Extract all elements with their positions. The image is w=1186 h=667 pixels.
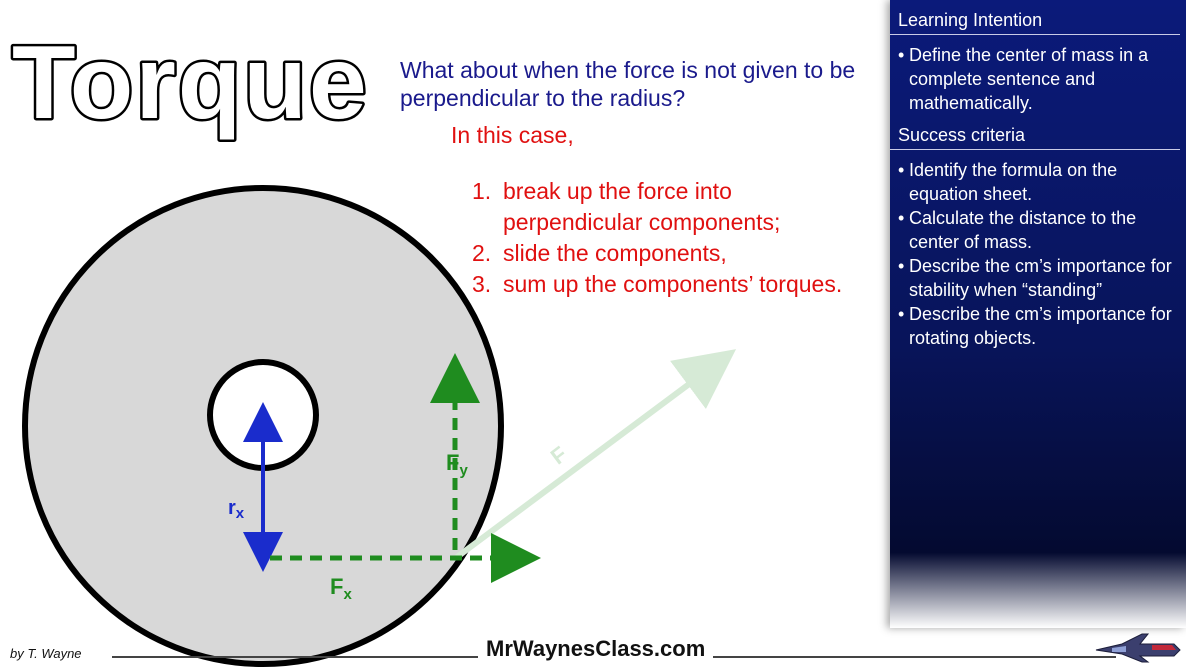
author-credit: by T. Wayne xyxy=(10,646,82,661)
step-text: break up the force into perpendicular co… xyxy=(503,178,781,235)
step-item: 2. slide the components, xyxy=(472,238,842,269)
success-criteria-item: Describe the cm’s importance for rotatin… xyxy=(898,302,1180,350)
step-text: sum up the components’ torques. xyxy=(503,271,843,297)
success-criteria-item: Calculate the distance to the center of … xyxy=(898,206,1180,254)
r-label-main: r xyxy=(228,497,236,519)
fy-label-main: F xyxy=(446,450,459,475)
f-label: F xyxy=(546,441,572,469)
question-text: What about when the force is not given t… xyxy=(400,57,856,111)
step-number: 2. xyxy=(472,240,492,266)
success-criteria-item: Identify the formula on the equation she… xyxy=(898,158,1180,206)
in-this-case-text: In this case, xyxy=(451,122,574,148)
site-url[interactable]: MrWaynesClass.com xyxy=(478,636,714,662)
objectives-panel: Learning Intention Define the center of … xyxy=(890,0,1186,628)
success-criteria-heading: Success criteria xyxy=(890,121,1180,150)
title-text: Torque xyxy=(12,25,369,141)
fy-label-sub: y xyxy=(459,462,468,479)
r-label-sub: x xyxy=(236,505,245,522)
force-vector xyxy=(455,349,737,560)
success-criteria-item: Describe the cm’s importance for stabili… xyxy=(898,254,1180,302)
jet-logo-icon xyxy=(1095,633,1181,663)
r-label: rx xyxy=(228,497,245,522)
fx-label-sub: x xyxy=(343,586,352,603)
torque-diagram: rx Fy Fx F xyxy=(22,185,737,667)
success-criteria-list: Identify the formula on the equation she… xyxy=(890,150,1186,356)
step-number: 3. xyxy=(472,271,492,297)
learning-intention-list: Define the center of mass in a complete … xyxy=(890,35,1186,121)
step-item: 1. break up the force into perpendicular… xyxy=(472,176,842,238)
fx-label: Fx xyxy=(330,574,352,603)
step-number: 1. xyxy=(472,178,492,204)
learning-intention-item: Define the center of mass in a complete … xyxy=(898,43,1180,115)
learning-intention-heading: Learning Intention xyxy=(890,6,1180,35)
step-text: slide the components, xyxy=(503,240,727,266)
fy-label: Fy xyxy=(446,450,468,479)
step-item: 3. sum up the components’ torques. xyxy=(472,269,842,300)
steps-list: 1. break up the force into perpendicular… xyxy=(472,176,842,300)
title-torque: Torque xyxy=(10,23,370,144)
fx-label-main: F xyxy=(330,574,343,599)
